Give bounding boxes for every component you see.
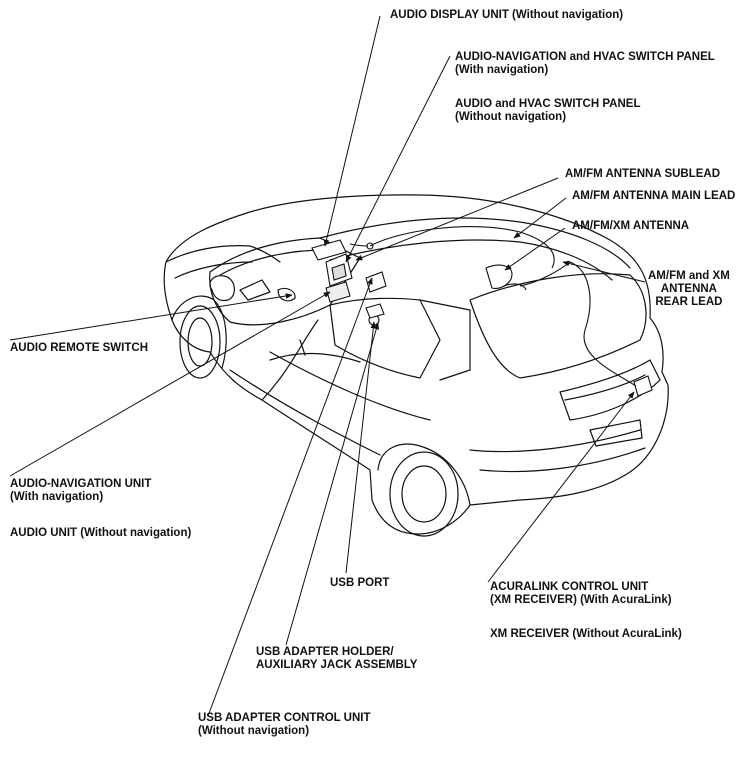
leader-lines [9,15,646,717]
label-line: AM/FM ANTENNA SUBLEAD [565,168,721,180]
label-audio-hvac-panel: AUDIO and HVAC SWITCH PANEL (Without nav… [455,98,641,124]
label-usb-control-unit: USB ADAPTER CONTROL UNIT (Without naviga… [198,712,371,738]
label-antenna-main-lead: AM/FM ANTENNA MAIN LEAD [572,190,735,203]
label-line: AM/FM/XM ANTENNA [572,220,690,232]
label-line: AUDIO DISPLAY UNIT (Without navigation) [390,9,624,21]
label-line: (Without navigation) [455,111,567,123]
label-line: ACURALINK CONTROL UNIT [490,581,649,593]
label-audio-nav-hvac-panel: AUDIO-NAVIGATION and HVAC SWITCH PANEL (… [455,51,715,77]
label-audio-display-unit: AUDIO DISPLAY UNIT (Without navigation) [390,9,623,22]
label-line: AM/FM ANTENNA MAIN LEAD [572,190,736,202]
label-line: XM RECEIVER (Without AcuraLink) [490,628,682,640]
label-line: (Without navigation) [198,725,310,737]
label-line: USB ADAPTER HOLDER/ [256,646,394,658]
label-acuralink-unit: ACURALINK CONTROL UNIT (XM RECEIVER) (Wi… [490,581,672,607]
label-line: (With navigation) [455,64,549,76]
label-line: AUDIO and HVAC SWITCH PANEL [455,98,641,110]
label-antenna-rear-lead: AM/FM and XM ANTENNA REAR LEAD [648,270,730,309]
component-parts [311,239,653,397]
label-antenna-sublead: AM/FM ANTENNA SUBLEAD [565,168,720,181]
label-line: (XM RECEIVER) (With AcuraLink) [490,594,672,606]
label-line: AUDIO REMOTE SWITCH [10,342,148,354]
label-line: AM/FM and XM [648,270,730,282]
label-line: AUDIO-NAVIGATION UNIT [10,478,152,490]
label-audio-nav-unit: AUDIO-NAVIGATION UNIT (With navigation) [10,478,151,504]
label-line: ANTENNA [660,283,717,295]
label-line: (With navigation) [10,491,104,503]
label-line: AUDIO UNIT (Without navigation) [10,527,192,539]
label-usb-holder: USB ADAPTER HOLDER/ AUXILIARY JACK ASSEM… [256,646,417,672]
label-line: AUXILIARY JACK ASSEMBLY [256,659,418,671]
antenna-leads [349,226,637,387]
label-line: REAR LEAD [655,296,723,308]
label-usb-port: USB PORT [330,577,389,590]
label-audio-remote-switch: AUDIO REMOTE SWITCH [10,342,148,355]
label-line: AUDIO-NAVIGATION and HVAC SWITCH PANEL [455,51,715,63]
label-xm-receiver: XM RECEIVER (Without AcuraLink) [490,628,682,641]
label-line: USB PORT [330,577,390,589]
label-audio-unit: AUDIO UNIT (Without navigation) [10,527,191,540]
label-line: USB ADAPTER CONTROL UNIT [198,712,371,724]
label-xm-antenna: AM/FM/XM ANTENNA [572,220,689,233]
car-outline [163,194,669,537]
